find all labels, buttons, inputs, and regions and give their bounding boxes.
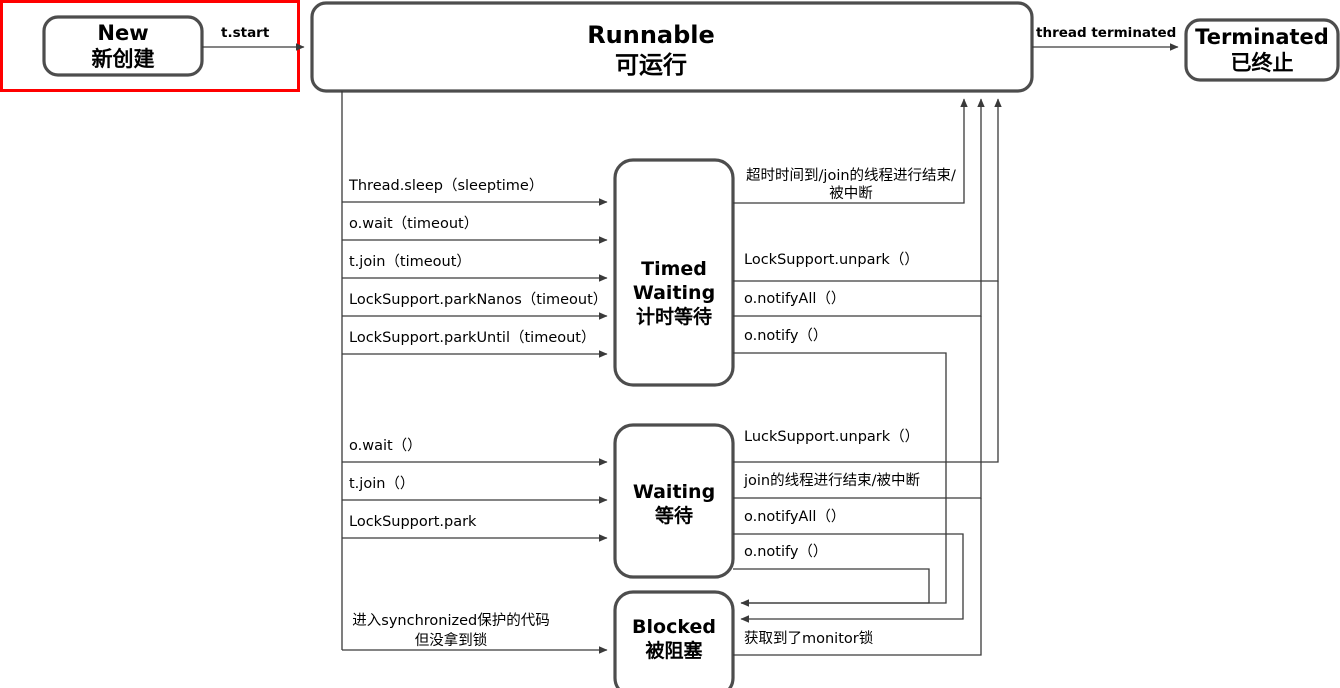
edge-label-t-start: t.start bbox=[221, 25, 270, 41]
state-terminated-label-zh: 已终止 bbox=[1231, 51, 1294, 75]
edge-label-o-wait-timeout: o.wait（timeout） bbox=[349, 215, 478, 232]
edge-label-parknanos: LockSupport.parkNanos（timeout） bbox=[349, 291, 607, 308]
edge-label-locksupport-park: LockSupport.park bbox=[349, 514, 477, 530]
state-node-terminated[interactable] bbox=[1184, 18, 1340, 82]
state-timed-label-zh: 计时等待 bbox=[636, 305, 712, 328]
state-timed-label-en2: Waiting bbox=[633, 282, 715, 304]
edge-label-timed-notifyall: o.notifyAll（） bbox=[744, 290, 845, 307]
edge-timed-to-runnable-3 bbox=[733, 98, 985, 317]
edge-label-thread-terminated: thread terminated bbox=[1036, 25, 1176, 41]
state-node-new[interactable] bbox=[42, 15, 204, 77]
edge-label-waiting-unpark: LuckSupport.unpark（） bbox=[744, 428, 919, 445]
edge-label-timed-notify: o.notify（） bbox=[744, 327, 827, 344]
edge-label-timed-timeout-line2: 被中断 bbox=[829, 185, 873, 202]
state-terminated-label-en: Terminated bbox=[1195, 25, 1329, 49]
edge-label-t-join-timeout: t.join（timeout） bbox=[349, 253, 471, 270]
edge-label-o-wait: o.wait（） bbox=[349, 437, 422, 454]
edge-label-blocked-in-line1: 进入synchronized保护的代码 bbox=[352, 612, 549, 629]
state-timed-label-en1: Timed bbox=[641, 258, 707, 280]
state-blocked-label-en: Blocked bbox=[632, 616, 716, 638]
state-node-timed-waiting[interactable] bbox=[613, 158, 735, 387]
state-blocked-label-zh: 被阻塞 bbox=[645, 639, 703, 662]
state-node-waiting[interactable] bbox=[613, 423, 735, 579]
edge-blocked-to-runnable bbox=[733, 498, 982, 656]
edge-timed-to-runnable-1 bbox=[733, 98, 968, 204]
edge-waiting-to-blocked-notifyall bbox=[733, 533, 964, 623]
edge-label-thread-sleep: Thread.sleep（sleeptime） bbox=[348, 177, 543, 194]
edge-label-waiting-join-end: join的线程进行结束/被中断 bbox=[743, 472, 920, 489]
edge-label-t-join: t.join（） bbox=[349, 475, 414, 492]
state-runnable-label-zh: 可运行 bbox=[615, 51, 687, 79]
edge-label-timed-unpark: LockSupport.unpark（） bbox=[744, 251, 919, 268]
edge-label-timed-timeout-line1: 超时时间到/join的线程进行结束/ bbox=[746, 167, 956, 184]
edge-label-waiting-notify: o.notify（） bbox=[744, 543, 827, 560]
edge-label-waiting-notifyall: o.notifyAll（） bbox=[744, 508, 845, 525]
edge-label-parkuntil: LockSupport.parkUntil（timeout） bbox=[349, 329, 596, 346]
edge-label-blocked-in-line2: 但没拿到锁 bbox=[415, 631, 488, 649]
state-waiting-label-zh: 等待 bbox=[654, 504, 693, 527]
edge-label-blocked-monitor: 获取到了monitor锁 bbox=[744, 630, 873, 647]
state-new-label-en: New bbox=[97, 21, 148, 45]
state-waiting-label-en: Waiting bbox=[633, 481, 715, 503]
state-node-blocked[interactable] bbox=[613, 590, 735, 688]
state-new-label-zh: 新创建 bbox=[92, 47, 155, 71]
edge-waiting-to-blocked-notify bbox=[733, 568, 930, 604]
state-runnable-label-en: Runnable bbox=[587, 21, 715, 49]
edge-waiting-to-runnable-1 bbox=[733, 281, 999, 463]
